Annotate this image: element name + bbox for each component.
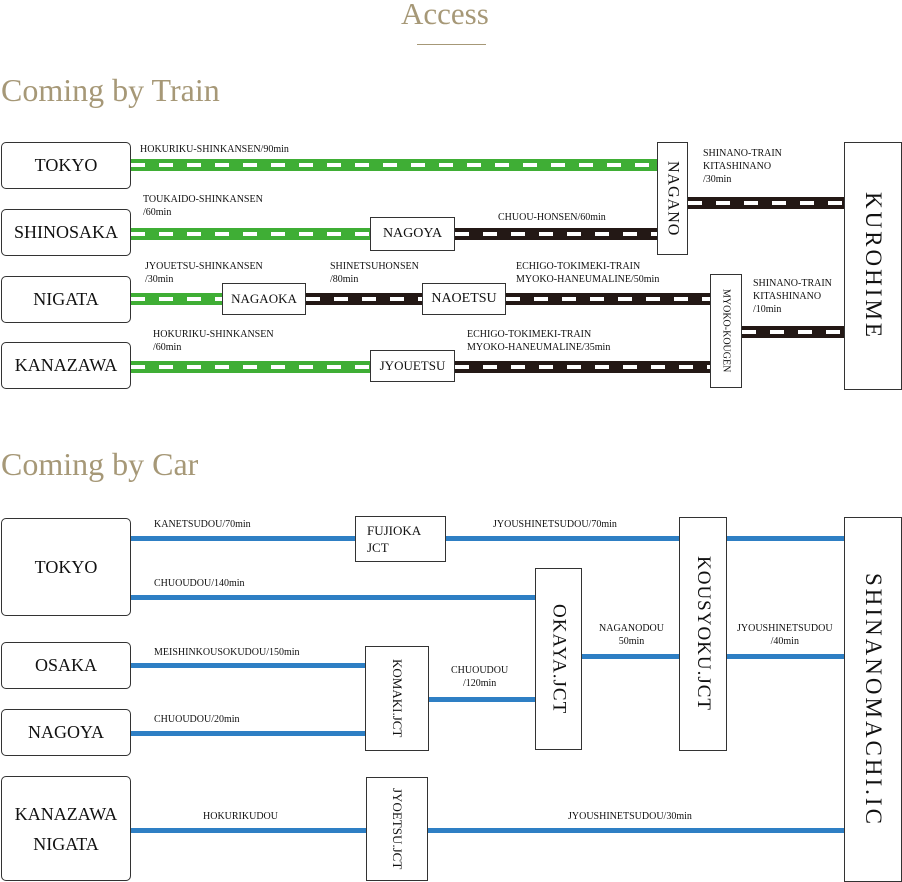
line-naoetsu-myoko (506, 293, 710, 305)
label-line: TOUKAIDO-SHINKANSEN (143, 194, 263, 205)
label-nagano-kurohime: SHINANO-TRAIN KITASHINANO /30min (703, 147, 782, 186)
station-jyouetsu: JYOUETSU (370, 350, 455, 382)
station-myoko-kougen: MYOKO-KOUGEN (710, 274, 742, 388)
label-line: JYOUSHINETSUDOU (737, 623, 833, 634)
road-kousyoku-shinanomachi (727, 654, 844, 659)
origin-line: KANAZAWA (14, 803, 118, 824)
road-nagoya-komaki (131, 731, 365, 736)
label-line: 50min (618, 636, 645, 647)
road-komaki-okaya (429, 697, 535, 702)
label-tokyo-nagano: HOKURIKU-SHINKANSEN/90min (140, 144, 289, 155)
label-kanazawa-jyoetsu: HOKURIKUDOU (203, 811, 278, 822)
station-nagaoka: NAGAOKA (222, 283, 306, 315)
label-line: /120min (462, 678, 497, 689)
label-line: ECHIGO-TOKIMEKI-TRAIN (516, 261, 641, 272)
label-line: /30min (145, 274, 174, 285)
line-kanazawa-jyouetsu (131, 361, 370, 373)
label-shinosaka-nagoya: TOUKAIDO-SHINKANSEN /60min (143, 193, 263, 219)
line-tokyo-nagano (131, 159, 657, 171)
line-shinosaka-nagoya (131, 228, 370, 240)
line-nagaoka-naoetsu (306, 293, 422, 305)
label-tokyo-okaya: CHUOUDOU/140min (154, 578, 245, 589)
label-line: NAGANODOU (599, 623, 664, 634)
label-line: KITASHINANO (753, 291, 822, 302)
label-line: CHUOUDOU (451, 665, 509, 676)
road-tokyo-fujioka (131, 536, 355, 541)
jct-komaki: KOMAKI.JCT (365, 646, 429, 751)
car-origin-osaka: OSAKA (1, 642, 131, 689)
jct-fujioka: FUJIOKA JCT (355, 516, 446, 562)
car-section-heading: Coming by Car (1, 446, 199, 482)
jct-jyoetsu: JYOETSU.JCT (366, 777, 428, 881)
label-jyouetsu-myoko: ECHIGO-TOKIMEKI-TRAIN MYOKO-HANEUMALINE/… (467, 328, 610, 354)
label-fujioka-kousyoku: JYOUSHINETSUDOU/70min (493, 519, 617, 530)
road-kanazawa-jyoetsu (131, 828, 366, 833)
line-nagoya-nagano (455, 228, 657, 240)
jct-line: JCT (367, 540, 389, 555)
road-fujioka-kousyoku (446, 536, 679, 541)
label-line: HOKURIKU-SHINKANSEN (153, 329, 274, 340)
label-line: /60min (153, 342, 182, 353)
car-origin-nagoya: NAGOYA (1, 709, 131, 756)
label-myoko-kurohime: SHINANO-TRAIN KITASHINANO /10min (753, 277, 832, 316)
label-line: /40min (770, 636, 799, 647)
train-origin-shinosaka: SHINOSAKA (1, 209, 131, 256)
label-nigata-nagaoka: JYOUETSU-SHINKANSEN /30min (145, 260, 263, 286)
page-title: Access (401, 0, 489, 31)
label-line: /10min (753, 304, 782, 315)
car-origin-kanazawa-nigata: KANAZAWA NIGATA (1, 776, 131, 881)
label-line: JYOUETSU-SHINKANSEN (145, 261, 263, 272)
label-line: /60min (143, 207, 172, 218)
station-nagano: NAGANO (657, 142, 688, 255)
station-kurohime: KUROHIME (844, 142, 902, 390)
label-okaya-kousyoku: NAGANODOU 50min (599, 622, 664, 648)
label-nagaoka-naoetsu: SHINETSUHONSEN /80min (330, 260, 419, 286)
label-nagoya-nagano: CHUOU-HONSEN/60min (498, 212, 606, 223)
jct-kousyoku: KOUSYOKU.JCT (679, 517, 727, 751)
train-origin-nigata: NIGATA (1, 276, 131, 323)
station-naoetsu: NAOETSU (422, 283, 506, 315)
label-line: MYOKO-HANEUMALINE/50min (516, 274, 660, 285)
label-line: SHINANO-TRAIN (753, 278, 832, 289)
train-section-heading: Coming by Train (1, 72, 220, 108)
label-line: /30min (703, 174, 732, 185)
road-jyoetsu-shinanomachi (428, 828, 844, 833)
label-osaka-komaki: MEISHINKOUSOKUDOU/150min (154, 647, 300, 658)
label-line: SHINETSUHONSEN (330, 261, 419, 272)
line-nagano-kurohime (688, 197, 844, 209)
label-line: SHINANO-TRAIN (703, 148, 782, 159)
origin-line: NIGATA (33, 833, 99, 854)
car-origin-tokyo: TOKYO (1, 518, 131, 616)
label-line: KITASHINANO (703, 161, 772, 172)
jct-okaya: OKAYA.JCT (535, 568, 582, 750)
line-myoko-kurohime (742, 326, 844, 338)
label-line: MYOKO-HANEUMALINE/35min (467, 342, 611, 353)
label-komaki-okaya: CHUOUDOU /120min (451, 664, 508, 690)
train-origin-kanazawa: KANAZAWA (1, 342, 131, 389)
line-nigata-nagaoka (131, 293, 222, 305)
road-osaka-komaki (131, 663, 365, 668)
road-okaya-kousyoku (582, 654, 679, 659)
label-kousyoku-shinanomachi: JYOUSHINETSUDOU /40min (737, 622, 833, 648)
label-nagoya-komaki: CHUOUDOU/20min (154, 714, 240, 725)
jct-line: FUJIOKA (367, 523, 422, 538)
label-jyoetsu-shinanomachi: JYOUSHINETSUDOU/30min (568, 811, 692, 822)
road-kousyoku-shinanomachi-top (727, 536, 844, 541)
label-line: ECHIGO-TOKIMEKI-TRAIN (467, 329, 592, 340)
label-line: /80min (330, 274, 359, 285)
ic-shinanomachi: SHINANOMACHI.IC (844, 517, 902, 882)
road-tokyo-okaya (131, 595, 535, 600)
label-naoetsu-myoko: ECHIGO-TOKIMEKI-TRAIN MYOKO-HANEUMALINE/… (516, 260, 659, 286)
train-origin-tokyo: TOKYO (1, 142, 131, 189)
line-jyouetsu-myoko (455, 361, 710, 373)
label-tokyo-fujioka: KANETSUDOU/70min (154, 519, 251, 530)
station-nagoya: NAGOYA (370, 217, 455, 251)
title-underline (417, 44, 486, 45)
label-kanazawa-jyouetsu: HOKURIKU-SHINKANSEN /60min (153, 328, 274, 354)
